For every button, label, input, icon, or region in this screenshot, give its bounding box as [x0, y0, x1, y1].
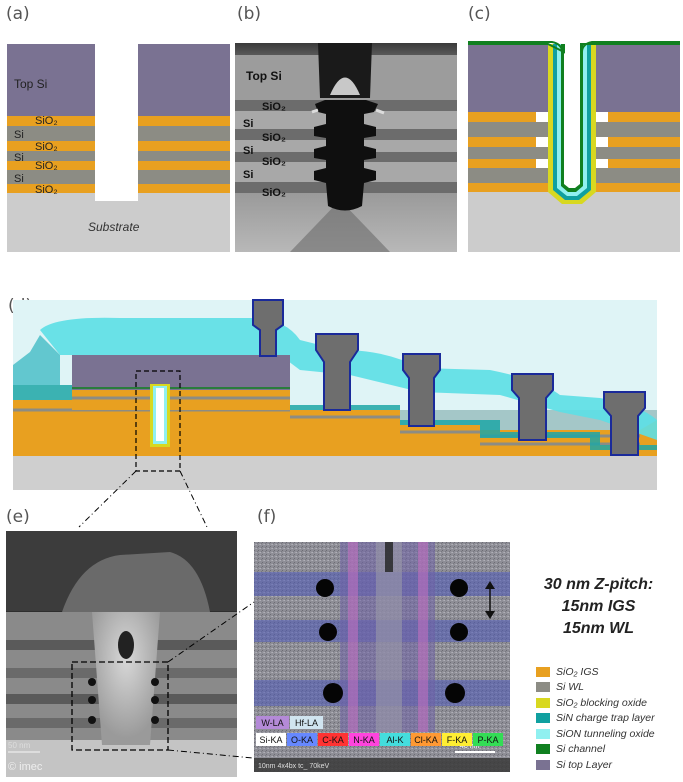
legend-label: SiON tunneling oxide	[556, 727, 655, 740]
element-tag-label: W-LA	[261, 718, 283, 728]
panel-a-label: (a)	[6, 4, 30, 24]
legend-item: Si channel	[536, 742, 683, 758]
panel-a-sio2-label-1: SiO₂	[35, 115, 58, 127]
panel-b-sio2-label-4: SiO₂	[262, 187, 286, 199]
legend-label: SiO₂ blocking oxide	[556, 696, 647, 709]
element-tag-box	[473, 733, 503, 746]
panel-d-plug-1	[252, 299, 284, 357]
legend-swatch	[536, 759, 550, 770]
legend-item: SiO₂ blocking oxide	[536, 695, 683, 711]
panel-f-scale-text: 40 nm	[460, 743, 480, 750]
panel-f-footer-text: 10nm 4x4bx tc_ 70keV	[258, 763, 330, 770]
element-tag-box	[380, 733, 410, 746]
panel-a-sio2-label-2: SiO₂	[35, 141, 58, 153]
panel-b-si-label-1: Si	[243, 118, 253, 130]
legend-label: Si channel	[556, 743, 606, 756]
panel-d-plug-2	[315, 333, 359, 411]
element-tag-box	[349, 733, 379, 746]
legend-label: SiN charge trap layer	[556, 712, 655, 725]
element-tag-label: Si-KA	[259, 735, 282, 745]
legend-label: Si top Layer	[556, 758, 613, 771]
element-tag-box	[256, 733, 286, 746]
panel-a-sio2-label-4: SiO₂	[35, 184, 58, 196]
z-pitch-line-1: 30 nm Z-pitch:	[543, 576, 654, 593]
panel-a-stack	[7, 44, 230, 252]
panel-a-top-si-label: Top Si	[14, 77, 47, 91]
legend-swatch	[536, 713, 550, 724]
panel-d-plug-3	[402, 353, 441, 427]
panel-a-substrate-label: Substrate	[88, 220, 140, 234]
legend-label: SiO₂ IGS	[556, 665, 599, 678]
panel-e-label: (e)	[6, 507, 30, 527]
panel-b-sio2-label-2: SiO₂	[262, 132, 286, 144]
legend-swatch	[536, 682, 550, 693]
element-tag-label: N-KA	[353, 735, 375, 745]
legend-item: Si top Layer	[536, 757, 683, 773]
panel-b-si-label-3: Si	[243, 169, 253, 181]
legend-item: SiON tunneling oxide	[536, 726, 683, 742]
element-tag-label: O-KA	[291, 735, 313, 745]
panel-a-sio2-label-3: SiO₂	[35, 160, 58, 172]
panel-b-sio2-label-3: SiO₂	[262, 156, 286, 168]
element-tag-label: C-KA	[322, 735, 344, 745]
element-tag-box	[411, 733, 441, 746]
legend-swatch	[536, 697, 550, 708]
panel-b-si-label-2: Si	[243, 145, 253, 157]
panel-e-copyright: © imec	[8, 761, 43, 773]
panel-f-element-tags-row1: W-LA Hf-LA	[256, 716, 323, 729]
panel-f-element-tags-row2: Si-KA O-KA C-KA N-KA Al-K Cl-KA F-KA P-KA	[256, 733, 503, 746]
panel-b-top-si-label: Top Si	[246, 69, 282, 83]
legend-swatch	[536, 666, 550, 677]
legend-swatch	[536, 744, 550, 755]
element-tag-label: Hf-LA	[295, 718, 318, 728]
panel-e-scale-bar-label: 50 nm	[8, 741, 31, 750]
z-pitch-line-2: 15nm IGS	[561, 598, 636, 615]
z-pitch-note: 30 nm Z-pitch: 15nm IGS 15nm WL	[514, 574, 683, 640]
legend-item: SiO₂ IGS	[536, 664, 683, 680]
element-tag-box	[287, 733, 317, 746]
legend-label: Si WL	[556, 681, 585, 694]
element-tag-box	[290, 716, 323, 729]
panel-d-plug-4	[511, 373, 554, 441]
element-tag-label: P-KA	[477, 735, 498, 745]
element-tag-label: F-KA	[447, 735, 468, 745]
element-tag-label: Cl-KA	[414, 735, 438, 745]
element-tag-label: Al-K	[386, 735, 403, 745]
legend-swatch	[536, 728, 550, 739]
panel-b-label: (b)	[237, 4, 262, 24]
element-tag-box	[442, 733, 472, 746]
z-pitch-line-3: 15nm WL	[562, 620, 635, 637]
panel-f-label: (f)	[257, 507, 277, 527]
panel-d-plug-5	[603, 391, 646, 456]
panel-d-label: (d)	[8, 296, 33, 316]
panel-a-si-label-2: Si	[14, 152, 24, 164]
element-tag-box	[318, 733, 348, 746]
legend-item: SiN charge trap layer	[536, 711, 683, 727]
panel-a-si-label-3: Si	[14, 173, 24, 185]
legend-item: Si WL	[536, 680, 683, 696]
panel-b-sio2-label-1: SiO₂	[262, 101, 286, 113]
panel-a-si-label-1: Si	[14, 129, 24, 141]
element-tag-box	[256, 716, 289, 729]
panel-c-label: (c)	[468, 4, 491, 24]
